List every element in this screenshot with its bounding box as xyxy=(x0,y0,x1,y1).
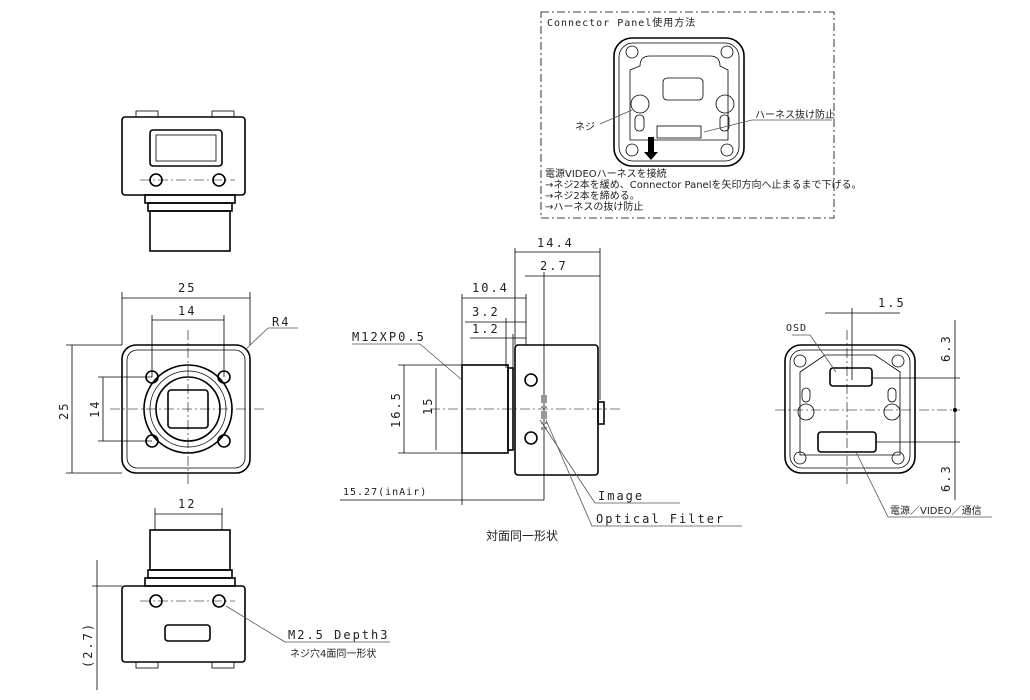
dim-radius: R4 xyxy=(272,315,290,329)
dim-2-7: 2.7 xyxy=(540,259,568,273)
thread-label: M2.5 Depth3 xyxy=(288,628,389,642)
dim-width: 25 xyxy=(178,281,196,295)
dim-flange-back: 15.27(inAir) xyxy=(343,487,427,498)
filter-label: Optical Filter xyxy=(596,512,725,526)
dim-6-3-bottom: 6.3 xyxy=(939,464,953,492)
note-line: →ネジ2本を緩め、Connector Panelを矢印方向へ止まるまで下げる。 xyxy=(545,178,861,191)
dim-1-5: 1.5 xyxy=(878,296,906,310)
screw-label: ネジ xyxy=(575,121,595,133)
osd-label: OSD xyxy=(786,323,807,334)
back-view: 1.5 OSD 6.3 6.3 電源／VIDEO／通信 xyxy=(775,296,992,518)
side-note: 対面同一形状 xyxy=(486,529,558,543)
dim-6-3-top: 6.3 xyxy=(939,334,953,362)
lens-thread-label: M12XP0.5 xyxy=(352,330,426,344)
osd-connector-icon xyxy=(829,367,873,387)
dim-3-2: 3.2 xyxy=(472,305,500,319)
connector-label: 電源／VIDEO／通信 xyxy=(890,504,982,517)
dim-10-4: 10.4 xyxy=(472,281,509,295)
image-label: Image xyxy=(598,489,644,503)
connector-icon xyxy=(656,125,702,139)
dim-offset: (2.7) xyxy=(81,622,95,668)
screw-icons xyxy=(625,45,735,157)
dim-14-4: 14.4 xyxy=(537,236,574,250)
down-arrow-icon xyxy=(644,137,658,160)
note-line: →ハーネスの抜け防止 xyxy=(545,200,643,213)
note-line: →ネジ2本を締める。 xyxy=(545,189,640,202)
note-line: 電源VIDEOハーネスを接続 xyxy=(545,167,667,180)
bottom-view: 12 (2.7) M2.5 Depth3 ネジ穴4面同一形状 xyxy=(81,497,390,690)
dim-lens-width: 12 xyxy=(178,497,196,511)
dim-hole-pitch-v: 14 xyxy=(88,400,102,418)
thread-note: ネジ穴4面同一形状 xyxy=(290,647,376,660)
connector-panel-box: Connector Panel使用方法 ネジ ハーネス抜け防止 電源VIDEOハ… xyxy=(540,11,861,219)
anti-pull-label: ハーネス抜け防止 xyxy=(755,108,835,121)
side-view: 14.4 2.7 10.4 3.2 1.2 M12XP0.5 16.5 15 1… xyxy=(340,236,742,543)
top-view xyxy=(121,110,246,252)
dim-height: 25 xyxy=(57,402,71,420)
dim-16-5: 16.5 xyxy=(389,391,403,428)
dim-15: 15 xyxy=(421,397,435,415)
dim-1-2: 1.2 xyxy=(472,322,500,336)
dim-hole-pitch-h: 14 xyxy=(178,304,196,318)
front-view: 25 14 R4 25 14 xyxy=(57,281,298,485)
connector-panel-title: Connector Panel使用方法 xyxy=(547,16,696,29)
